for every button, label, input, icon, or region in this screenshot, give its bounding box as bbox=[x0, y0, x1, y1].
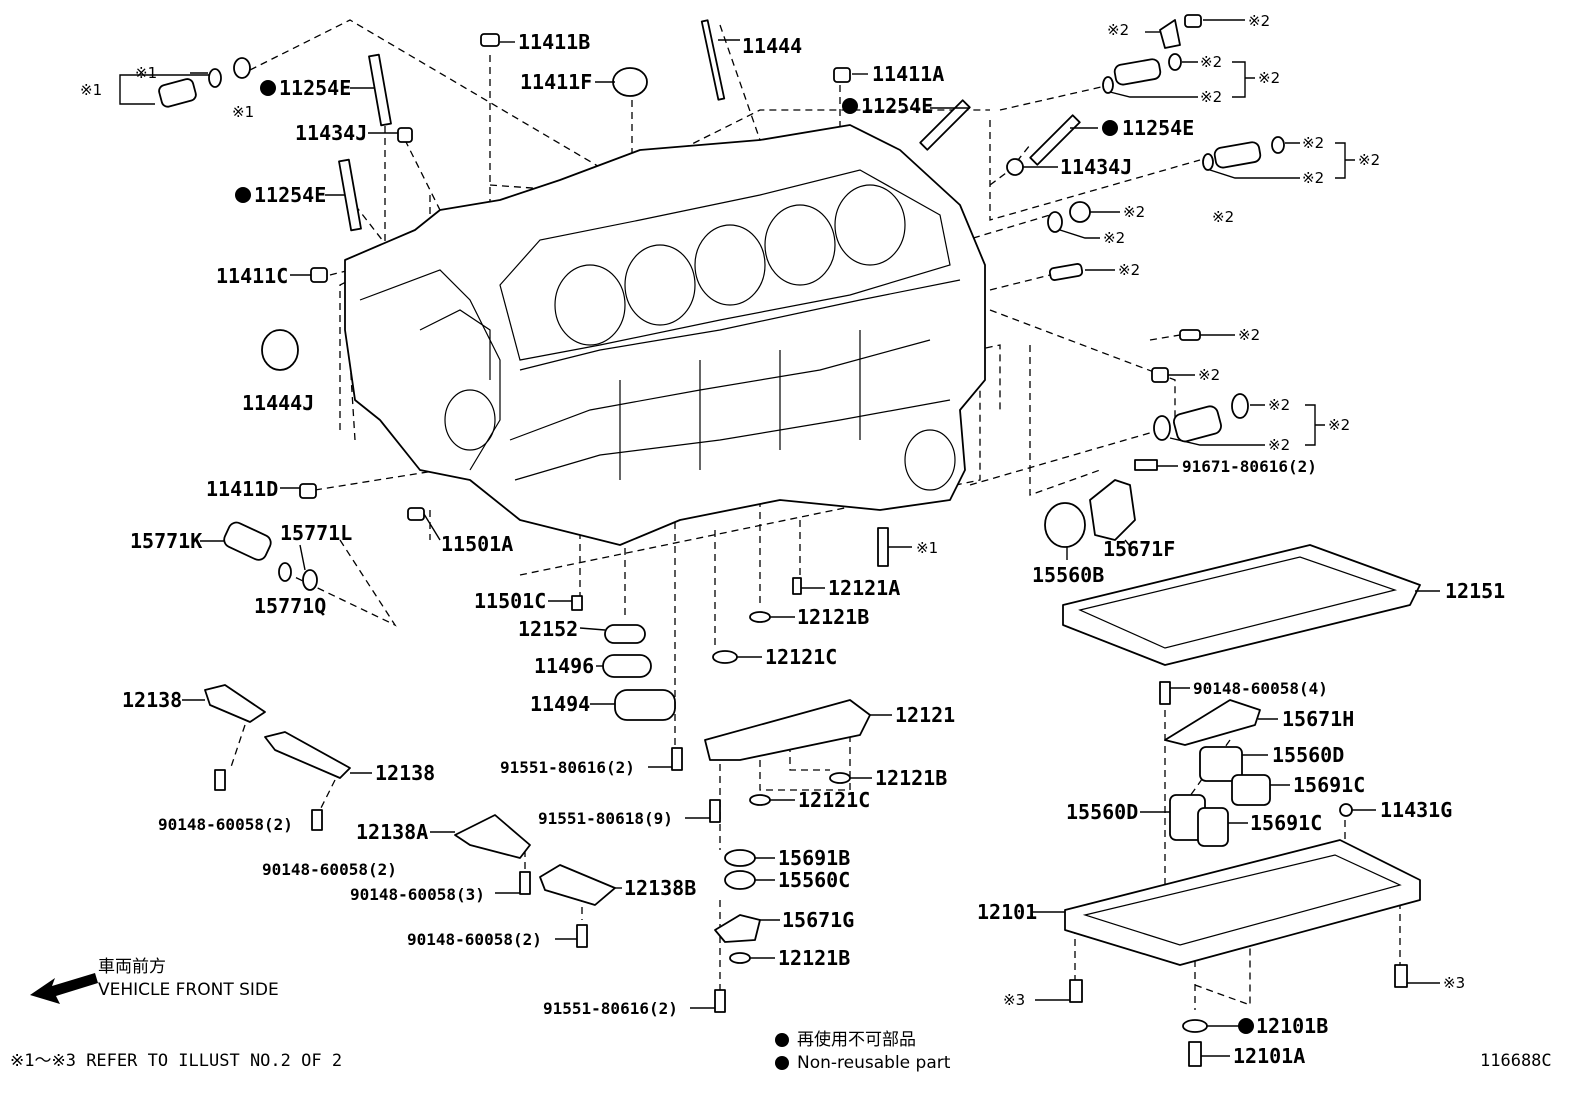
label-12121B-mid: 12121B bbox=[875, 766, 947, 790]
label-12121A: 12121A bbox=[828, 576, 900, 600]
label-11431G: 11431G bbox=[1380, 798, 1452, 822]
label-11494: 11494 bbox=[530, 692, 590, 716]
label-11434J-left: 11434J bbox=[295, 121, 367, 145]
ref-2-12: ※2 bbox=[1238, 326, 1260, 344]
ref-2-15: ※2 bbox=[1328, 416, 1350, 434]
small-part-shapes bbox=[158, 14, 1421, 1067]
label-12121: 12121 bbox=[895, 703, 955, 727]
label-12151: 12151 bbox=[1445, 579, 1505, 603]
label-15771L: 15771L bbox=[280, 521, 352, 545]
ref-2-9: ※2 bbox=[1123, 203, 1145, 221]
label-11254E-top-left: 11254E bbox=[279, 76, 351, 100]
label-15560C: 15560C bbox=[778, 868, 850, 892]
label-90148-60058-4: 90148-60058(4) bbox=[1193, 679, 1328, 698]
ref-2-3: ※2 bbox=[1200, 53, 1222, 71]
label-15671H: 15671H bbox=[1282, 707, 1354, 731]
ref-2-13: ※2 bbox=[1198, 366, 1220, 384]
label-11411C: 11411C bbox=[216, 264, 288, 288]
ref-2-17: ※2 bbox=[1212, 208, 1234, 226]
ref-2-4: ※2 bbox=[1258, 69, 1280, 87]
label-91551-80616-bottom: 91551-80616(2) bbox=[543, 999, 678, 1018]
ref-2-2: ※2 bbox=[1248, 12, 1270, 30]
ref-3-a: ※3 bbox=[1003, 991, 1025, 1009]
label-12138-top: 12138 bbox=[122, 688, 182, 712]
label-15671G: 15671G bbox=[782, 908, 854, 932]
label-15771K: 15771K bbox=[130, 529, 202, 553]
label-12121C-mid: 12121C bbox=[798, 788, 870, 812]
label-12121B-top: 12121B bbox=[797, 605, 869, 629]
part-labels: 11411B 11444 11411F 11411A 11254E 11434J… bbox=[122, 30, 1505, 1068]
label-91551-80618: 91551-80618(9) bbox=[538, 809, 673, 828]
label-91671-80616: 91671-80616(2) bbox=[1182, 457, 1317, 476]
ref-1-c: ※1 bbox=[916, 539, 938, 557]
label-12138A: 12138A bbox=[356, 820, 428, 844]
label-11434J-right: 11434J bbox=[1060, 155, 1132, 179]
label-11254E-top-center: 11254E bbox=[861, 94, 933, 118]
label-12121B-bottom: 12121B bbox=[778, 946, 850, 970]
ref-2-10: ※2 bbox=[1103, 229, 1125, 247]
label-12138B: 12138B bbox=[624, 876, 696, 900]
label-91551-80616-top: 91551-80616(2) bbox=[500, 758, 635, 777]
label-12101: 12101 bbox=[977, 900, 1037, 924]
ref-2-5: ※2 bbox=[1200, 88, 1222, 106]
ref-2-11: ※2 bbox=[1118, 261, 1140, 279]
label-90148-60058-mid: 90148-60058(2) bbox=[262, 860, 397, 879]
cylinder-block bbox=[344, 124, 986, 546]
label-15691B: 15691B bbox=[778, 846, 850, 870]
label-12101A: 12101A bbox=[1233, 1044, 1305, 1068]
legend-en: Non-reusable part bbox=[797, 1053, 951, 1073]
label-15560D-left: 15560D bbox=[1066, 800, 1138, 824]
ref-2-7: ※2 bbox=[1358, 151, 1380, 169]
label-90148-60058-3: 90148-60058(3) bbox=[350, 885, 485, 904]
label-12101B: 12101B bbox=[1256, 1014, 1328, 1038]
front-arrow-icon bbox=[30, 973, 98, 1004]
leader-lines bbox=[119, 19, 1440, 1057]
label-15691C-left: 15691C bbox=[1250, 811, 1322, 835]
label-90148-60058-left: 90148-60058(2) bbox=[158, 815, 293, 834]
label-12121C-top: 12121C bbox=[765, 645, 837, 669]
nonreusable-dots bbox=[235, 80, 1254, 1070]
label-11254E-left: 11254E bbox=[254, 183, 326, 207]
label-15671F: 15671F bbox=[1103, 537, 1175, 561]
ref-2-1: ※2 bbox=[1107, 21, 1129, 39]
label-11496: 11496 bbox=[534, 654, 594, 678]
label-11444: 11444 bbox=[742, 34, 802, 58]
label-11411A: 11411A bbox=[872, 62, 944, 86]
label-15771Q: 15771Q bbox=[254, 594, 326, 618]
ref-1-a: ※1 bbox=[135, 64, 157, 82]
ref-2-6: ※2 bbox=[1302, 134, 1324, 152]
ref-3-b: ※3 bbox=[1443, 974, 1465, 992]
direction-en: VEHICLE FRONT SIDE bbox=[98, 980, 279, 1000]
direction-jp: 車両前方 bbox=[98, 957, 166, 977]
label-11501A: 11501A bbox=[441, 532, 513, 556]
label-90148-60058-lower: 90148-60058(2) bbox=[407, 930, 542, 949]
label-15560D-right: 15560D bbox=[1272, 743, 1344, 767]
footer-reference-note: ※1～※3 REFER TO ILLUST NO.2 OF 2 bbox=[10, 1051, 342, 1071]
label-11411B: 11411B bbox=[518, 30, 590, 54]
ref-2-14: ※2 bbox=[1268, 396, 1290, 414]
label-12138-bottom: 12138 bbox=[375, 761, 435, 785]
ref-2-16: ※2 bbox=[1268, 436, 1290, 454]
label-11411F: 11411F bbox=[520, 70, 592, 94]
legend-jp: 再使用不可部品 bbox=[797, 1029, 916, 1050]
ref-2-8: ※2 bbox=[1302, 169, 1324, 187]
label-15691C-right: 15691C bbox=[1293, 773, 1365, 797]
label-12152: 12152 bbox=[518, 617, 578, 641]
label-11444J: 11444J bbox=[242, 391, 314, 415]
ref-1-group: ※1 bbox=[80, 81, 102, 99]
illustration-id: 116688C bbox=[1480, 1051, 1552, 1071]
label-11501C: 11501C bbox=[474, 589, 546, 613]
ref-1-b: ※1 bbox=[232, 103, 254, 121]
label-11411D: 11411D bbox=[206, 477, 278, 501]
reference-marks: ※1 ※1 ※1 ※1 ※2 ※2 ※2 ※2 ※2 ※2 ※2 ※2 ※2 ※… bbox=[80, 12, 1465, 1009]
vehicle-front-indicator: 車両前方 VEHICLE FRONT SIDE bbox=[30, 957, 279, 1004]
legend: 再使用不可部品 Non-reusable part bbox=[797, 1029, 951, 1073]
label-11254E-right: 11254E bbox=[1122, 116, 1194, 140]
label-15560B: 15560B bbox=[1032, 563, 1104, 587]
